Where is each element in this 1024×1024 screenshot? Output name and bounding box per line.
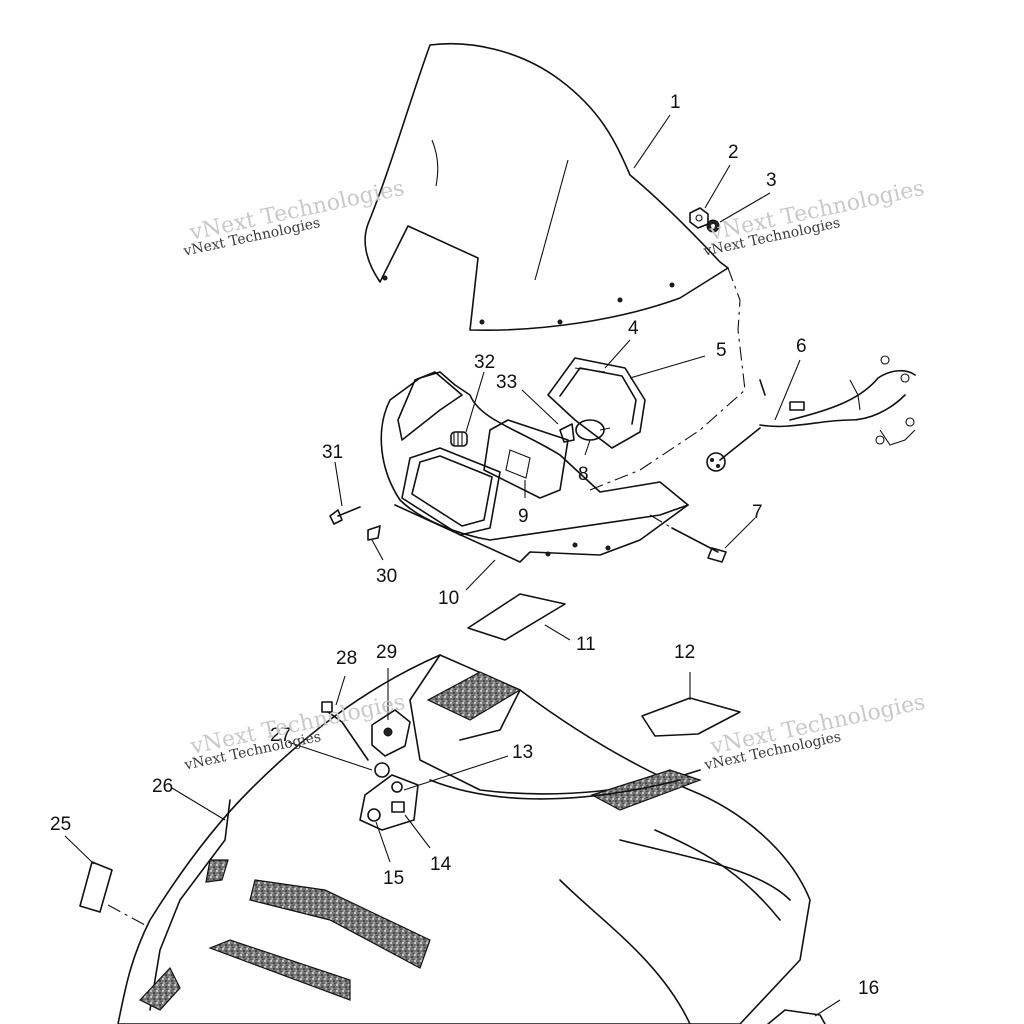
callout-25: 25 <box>50 814 71 835</box>
watermark-top-left: vNext Technologies vNext Technologies <box>181 176 406 260</box>
callout-14: 14 <box>430 854 452 875</box>
windshield-nut <box>689 207 709 229</box>
headlight-bulb <box>575 419 611 441</box>
callout-30: 30 <box>376 566 397 587</box>
pod-bolt <box>649 514 727 563</box>
headlight-lens <box>483 419 569 499</box>
callout-32: 32 <box>474 352 495 373</box>
windshield <box>364 42 729 332</box>
callout-29: 29 <box>376 642 397 663</box>
callout-7: 7 <box>752 502 763 523</box>
leader-lines <box>64 114 841 1017</box>
lens-clip <box>559 423 575 443</box>
callout-13: 13 <box>512 742 533 763</box>
callout-16: 16 <box>858 978 879 999</box>
watermark-bottom-right: vNext Technologies vNext Technologies <box>702 690 927 774</box>
mount-bracket-upper <box>371 709 411 757</box>
adjuster-screw <box>329 506 361 525</box>
callout-4: 4 <box>628 318 639 339</box>
callout-5: 5 <box>716 340 727 361</box>
watermark-bottom-left: vNext Technologies vNext Technologies <box>182 690 407 774</box>
watermark-top-right: vNext Technologies vNext Technologies <box>701 176 926 260</box>
wiring-connector <box>706 427 761 472</box>
hood-decal-right <box>641 697 741 737</box>
callout-26: 26 <box>152 776 173 797</box>
callout-labels: 1 2 3 4 5 6 7 8 9 10 11 12 13 14 15 16 2… <box>50 92 879 999</box>
callout-10: 10 <box>438 588 459 609</box>
callout-15: 15 <box>383 868 404 889</box>
callout-8: 8 <box>578 464 589 485</box>
hood <box>117 654 811 1024</box>
wiring-harness <box>759 355 916 446</box>
windshield-washer <box>706 219 720 233</box>
callout-9: 9 <box>518 506 529 527</box>
hood-decal-left <box>467 593 566 641</box>
headlight-pod <box>380 371 689 563</box>
adjuster-washer <box>367 525 381 541</box>
callout-27: 27 <box>270 725 291 746</box>
callout-33: 33 <box>496 372 517 393</box>
callout-28: 28 <box>336 648 357 669</box>
hand-grip <box>79 861 146 926</box>
callout-11: 11 <box>576 634 596 655</box>
mount-screw <box>321 701 369 761</box>
callout-3: 3 <box>766 170 777 191</box>
assembly-line <box>589 267 746 491</box>
callout-2: 2 <box>728 142 739 163</box>
headlight-housing <box>547 357 646 449</box>
callout-1: 1 <box>670 92 681 113</box>
callout-12: 12 <box>674 642 695 663</box>
bottom-right-part <box>767 1009 826 1024</box>
callout-6: 6 <box>796 336 807 357</box>
adjuster-spring <box>450 431 468 447</box>
mount-bracket <box>359 762 419 831</box>
callout-31: 31 <box>322 442 343 463</box>
headlight-lens-frame <box>401 447 501 536</box>
